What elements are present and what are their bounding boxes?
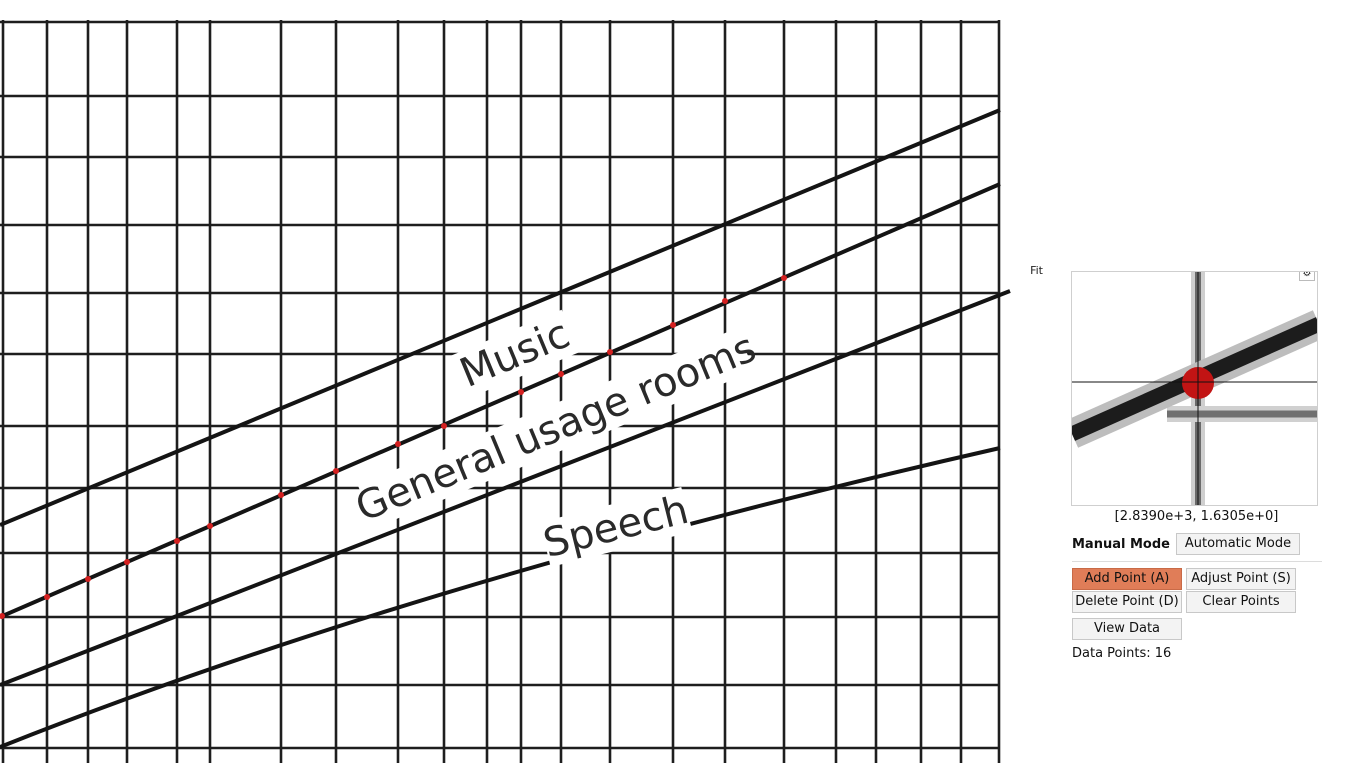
delete-point-button[interactable]: Delete Point (D): [1072, 591, 1182, 613]
automatic-mode-button[interactable]: Automatic Mode: [1175, 533, 1300, 555]
data-point-marker: [670, 322, 676, 328]
manual-mode-label: Manual Mode: [1072, 536, 1170, 552]
data-point-marker: [607, 349, 613, 355]
adjust-point-button[interactable]: Adjust Point (S): [1186, 568, 1296, 590]
mode-row: Manual Mode Automatic Mode: [1072, 533, 1300, 555]
general-usage-label-background: [357, 328, 755, 528]
add-point-button[interactable]: Add Point (A): [1072, 568, 1182, 590]
data-point-marker: [722, 298, 728, 304]
data-point-marker: [44, 594, 50, 600]
data-point-marker: [518, 389, 524, 395]
fit-button[interactable]: Fit: [1018, 264, 1046, 278]
gear-icon[interactable]: ⚙: [1299, 272, 1315, 281]
data-point-marker: [395, 441, 401, 447]
divider: [1072, 561, 1322, 562]
general-usage-curve: [0, 182, 1001, 619]
cursor-coordinates: [2.8390e+3, 1.6305e+0]: [1114, 509, 1279, 524]
curves: [0, 108, 1011, 749]
fit-label: Fit: [1030, 264, 1043, 277]
zoom-view: [1072, 272, 1317, 505]
speech-label-background: [539, 487, 693, 567]
data-point-marker: [441, 423, 447, 429]
zoom-magnifier: ⚙: [1071, 271, 1318, 506]
data-point-marker: [0, 613, 5, 619]
data-point-marker: [278, 492, 284, 498]
music-label-background: [450, 309, 580, 399]
data-point-marker: [558, 371, 564, 377]
data-point-marker: [207, 523, 213, 529]
clear-points-button[interactable]: Clear Points: [1186, 591, 1296, 613]
data-point-markers: [0, 275, 787, 619]
data-point-marker: [781, 275, 787, 281]
data-points-count: Data Points: 16: [1072, 646, 1172, 661]
data-point-marker: [85, 576, 91, 582]
music-label: Music: [454, 311, 577, 397]
view-data-button[interactable]: View Data: [1072, 618, 1182, 640]
upper-speech-boundary-curve: [0, 289, 1011, 687]
data-point-marker: [174, 538, 180, 544]
music-curve: [0, 108, 1001, 527]
data-point-marker: [124, 559, 130, 565]
data-point-marker: [333, 468, 339, 474]
speech-curve: [0, 446, 1001, 749]
grid-lines: [0, 20, 1001, 763]
